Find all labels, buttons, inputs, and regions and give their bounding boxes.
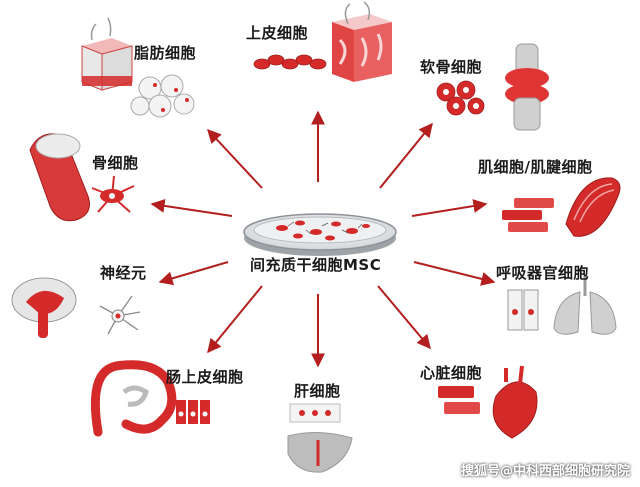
- fat-tissue-icon: [81, 17, 195, 118]
- label-intestinal-epithelial-cell: 肠上皮细胞: [166, 368, 244, 386]
- arrow-to-heart: [377, 285, 431, 350]
- arrow-to-bone: [150, 198, 233, 217]
- heart-icon: [438, 365, 538, 439]
- label-epithelial-cell: 上皮细胞: [246, 24, 309, 42]
- arrow-to-neuron: [158, 261, 229, 286]
- label-osteocyte: 骨细胞: [92, 154, 139, 172]
- brain-icon: [11, 277, 141, 338]
- label-muscle-tendon-cell: 肌细胞/肌腱细胞: [478, 158, 593, 176]
- muscle-icon: [502, 177, 621, 237]
- enterocyte-icon: [176, 400, 210, 424]
- arrow-to-cartilage: [379, 122, 433, 189]
- neuron-cell-icon: [99, 295, 141, 335]
- cardiomyocyte-icon: [438, 386, 480, 414]
- label-chondrocyte: 软骨细胞: [420, 58, 483, 76]
- arrow-to-respiratory: [413, 261, 496, 286]
- watermark: 搜狐号@中科西部细胞研究院: [460, 464, 630, 479]
- label-respiratory-cell: 呼吸器官细胞: [496, 264, 590, 282]
- label-fat-cell: 脂肪细胞: [134, 44, 197, 62]
- knee-joint-icon: [436, 43, 549, 131]
- arrow-to-muscle: [411, 199, 488, 217]
- arrow-to-fat: [207, 128, 263, 189]
- bone-icon: [29, 133, 135, 222]
- lungs-icon: [507, 276, 617, 335]
- myocyte-icon: [502, 198, 554, 232]
- skin-icon: [253, 1, 392, 82]
- arrows: [150, 110, 496, 368]
- arrow-to-intestine: [207, 285, 263, 354]
- label-neuron: 神经元: [100, 264, 147, 282]
- center-label-msc: 间充质干细胞MSC: [250, 256, 382, 274]
- petri-dish-icon: [243, 213, 397, 256]
- liver-icon: [287, 403, 353, 473]
- label-hepatocyte: 肝细胞: [294, 382, 341, 400]
- osteocyte-icon: [91, 175, 135, 213]
- label-cardiomyocyte: 心脏细胞: [420, 364, 483, 382]
- intestine-icon: [90, 360, 210, 437]
- airway-cells-icon: [507, 289, 539, 331]
